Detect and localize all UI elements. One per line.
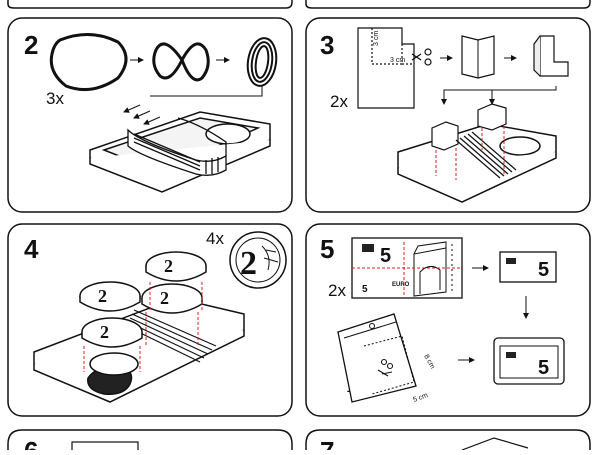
paper-block [477, 103, 507, 131]
step-5-panel: 5 2x 1x 5 5 EURO 5 [305, 223, 591, 417]
step-3-number: 3 [320, 30, 334, 60]
bagged-banknote-icon: 5 [493, 337, 565, 385]
paper-sheet-icon [357, 27, 415, 109]
step-7-panel: 7 [305, 429, 591, 455]
scissors-icon [411, 48, 432, 66]
placement-guides [435, 126, 505, 180]
panel-previous-left [7, 0, 293, 9]
step-4-panel: 4 4x 2 2 2 [7, 223, 293, 417]
step-3-multiplier: 2x [330, 92, 348, 111]
scissors-icon [377, 358, 394, 377]
svg-text:2: 2 [240, 245, 257, 282]
step-2-panel: 2 3x [7, 17, 293, 213]
svg-text:2: 2 [100, 322, 109, 342]
tray-illustration [33, 297, 245, 403]
note-brand: EURO [392, 282, 410, 288]
svg-text:2: 2 [98, 286, 107, 306]
note-value: 5 [380, 245, 391, 267]
zip-bag-illustration [337, 313, 417, 403]
placement-guides [83, 282, 203, 372]
step-5-multiplier-top: 2x [328, 281, 346, 300]
step-4-number: 4 [24, 234, 39, 264]
svg-text:2: 2 [164, 256, 173, 276]
panel-previous-right [305, 0, 591, 9]
measure-height-label: 3 cm [373, 31, 380, 46]
note-value: 5 [538, 357, 549, 379]
step-5-number: 5 [320, 234, 334, 264]
slide-direction-arrows [123, 104, 161, 125]
step-2-number: 2 [24, 30, 38, 60]
step-7-number: 7 [320, 436, 334, 450]
wrapped-bands [455, 131, 517, 179]
note-value: 5 [362, 284, 368, 295]
step-6-panel: 6 [7, 429, 293, 455]
twisted-band-icon [152, 42, 210, 82]
bag-width-label: 5 cm [412, 392, 429, 404]
step-4-multiplier: 4x [206, 229, 224, 248]
measure-width-label: 3 cm [390, 57, 405, 64]
cut-banknote-icon: 5 [499, 251, 557, 283]
banknote-illustration: 5 5 EURO [351, 237, 463, 299]
coiled-band-icon [246, 37, 278, 87]
note-value: 5 [538, 259, 549, 281]
step-2-multiplier: 3x [46, 89, 64, 108]
rubber-band-icon [49, 33, 128, 92]
two-euro-coin-icon: 2 [229, 231, 287, 289]
paper-block [431, 121, 459, 151]
step-6-number: 6 [24, 436, 38, 450]
svg-text:2: 2 [160, 288, 169, 308]
coin-stack: 2 2 2 2 [79, 251, 207, 348]
wrapped-bands [127, 117, 227, 176]
step-3-panel: 3 2x 3 cm 3 cm [305, 17, 591, 213]
